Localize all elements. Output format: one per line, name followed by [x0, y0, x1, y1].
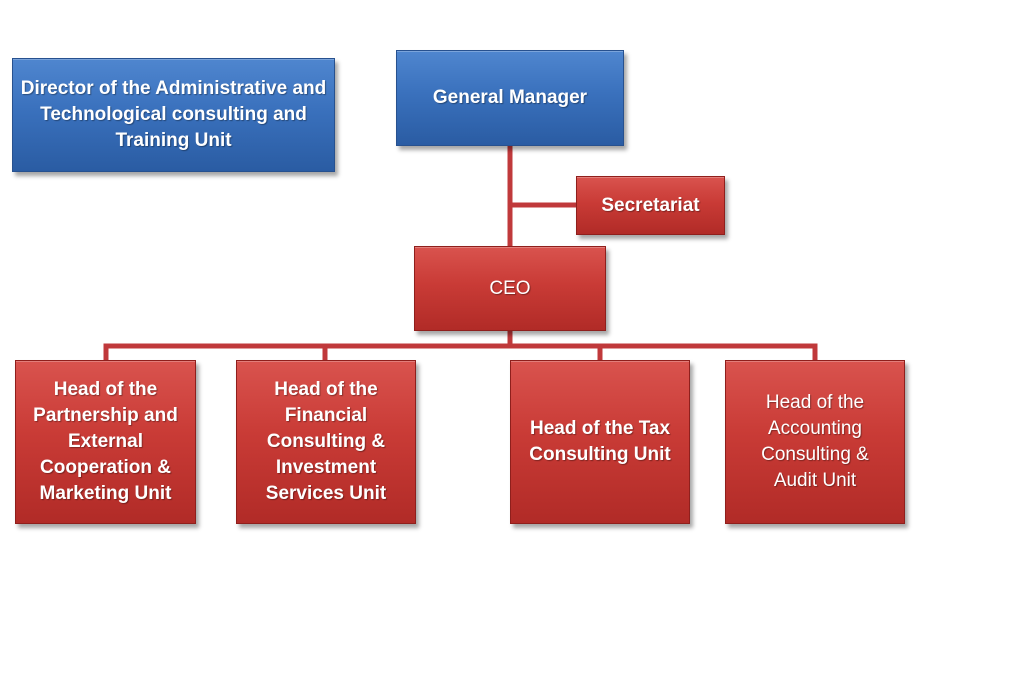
partnership-marketing-unit-box: Head of the Partnership and External Coo… [15, 360, 196, 524]
financial-investment-unit-label: Head of the Financial Consulting & Inves… [265, 379, 387, 504]
tax-consulting-unit-box: Head of the Tax Consulting Unit [510, 360, 690, 524]
director-admin-tech-training-box: Director of the Administrative and Techn… [12, 58, 335, 172]
ceo-box: CEO [414, 246, 606, 331]
accounting-audit-unit-label: Head of the Accounting Consulting & Audi… [761, 392, 869, 491]
ceo-label: CEO [489, 277, 531, 299]
general-manager-label: General Manager [432, 87, 588, 108]
accounting-audit-unit-box: Head of the Accounting Consulting & Audi… [725, 360, 905, 524]
secretariat-label: Secretariat [601, 194, 700, 216]
director-unit-label: Director of the Administrative and Techn… [20, 78, 327, 151]
general-manager-box: General Manager [396, 50, 624, 146]
financial-investment-unit-box: Head of the Financial Consulting & Inves… [236, 360, 416, 524]
tax-consulting-unit-label: Head of the Tax Consulting Unit [529, 418, 671, 465]
partnership-marketing-unit-label: Head of the Partnership and External Coo… [33, 379, 178, 504]
secretariat-box: Secretariat [576, 176, 725, 235]
